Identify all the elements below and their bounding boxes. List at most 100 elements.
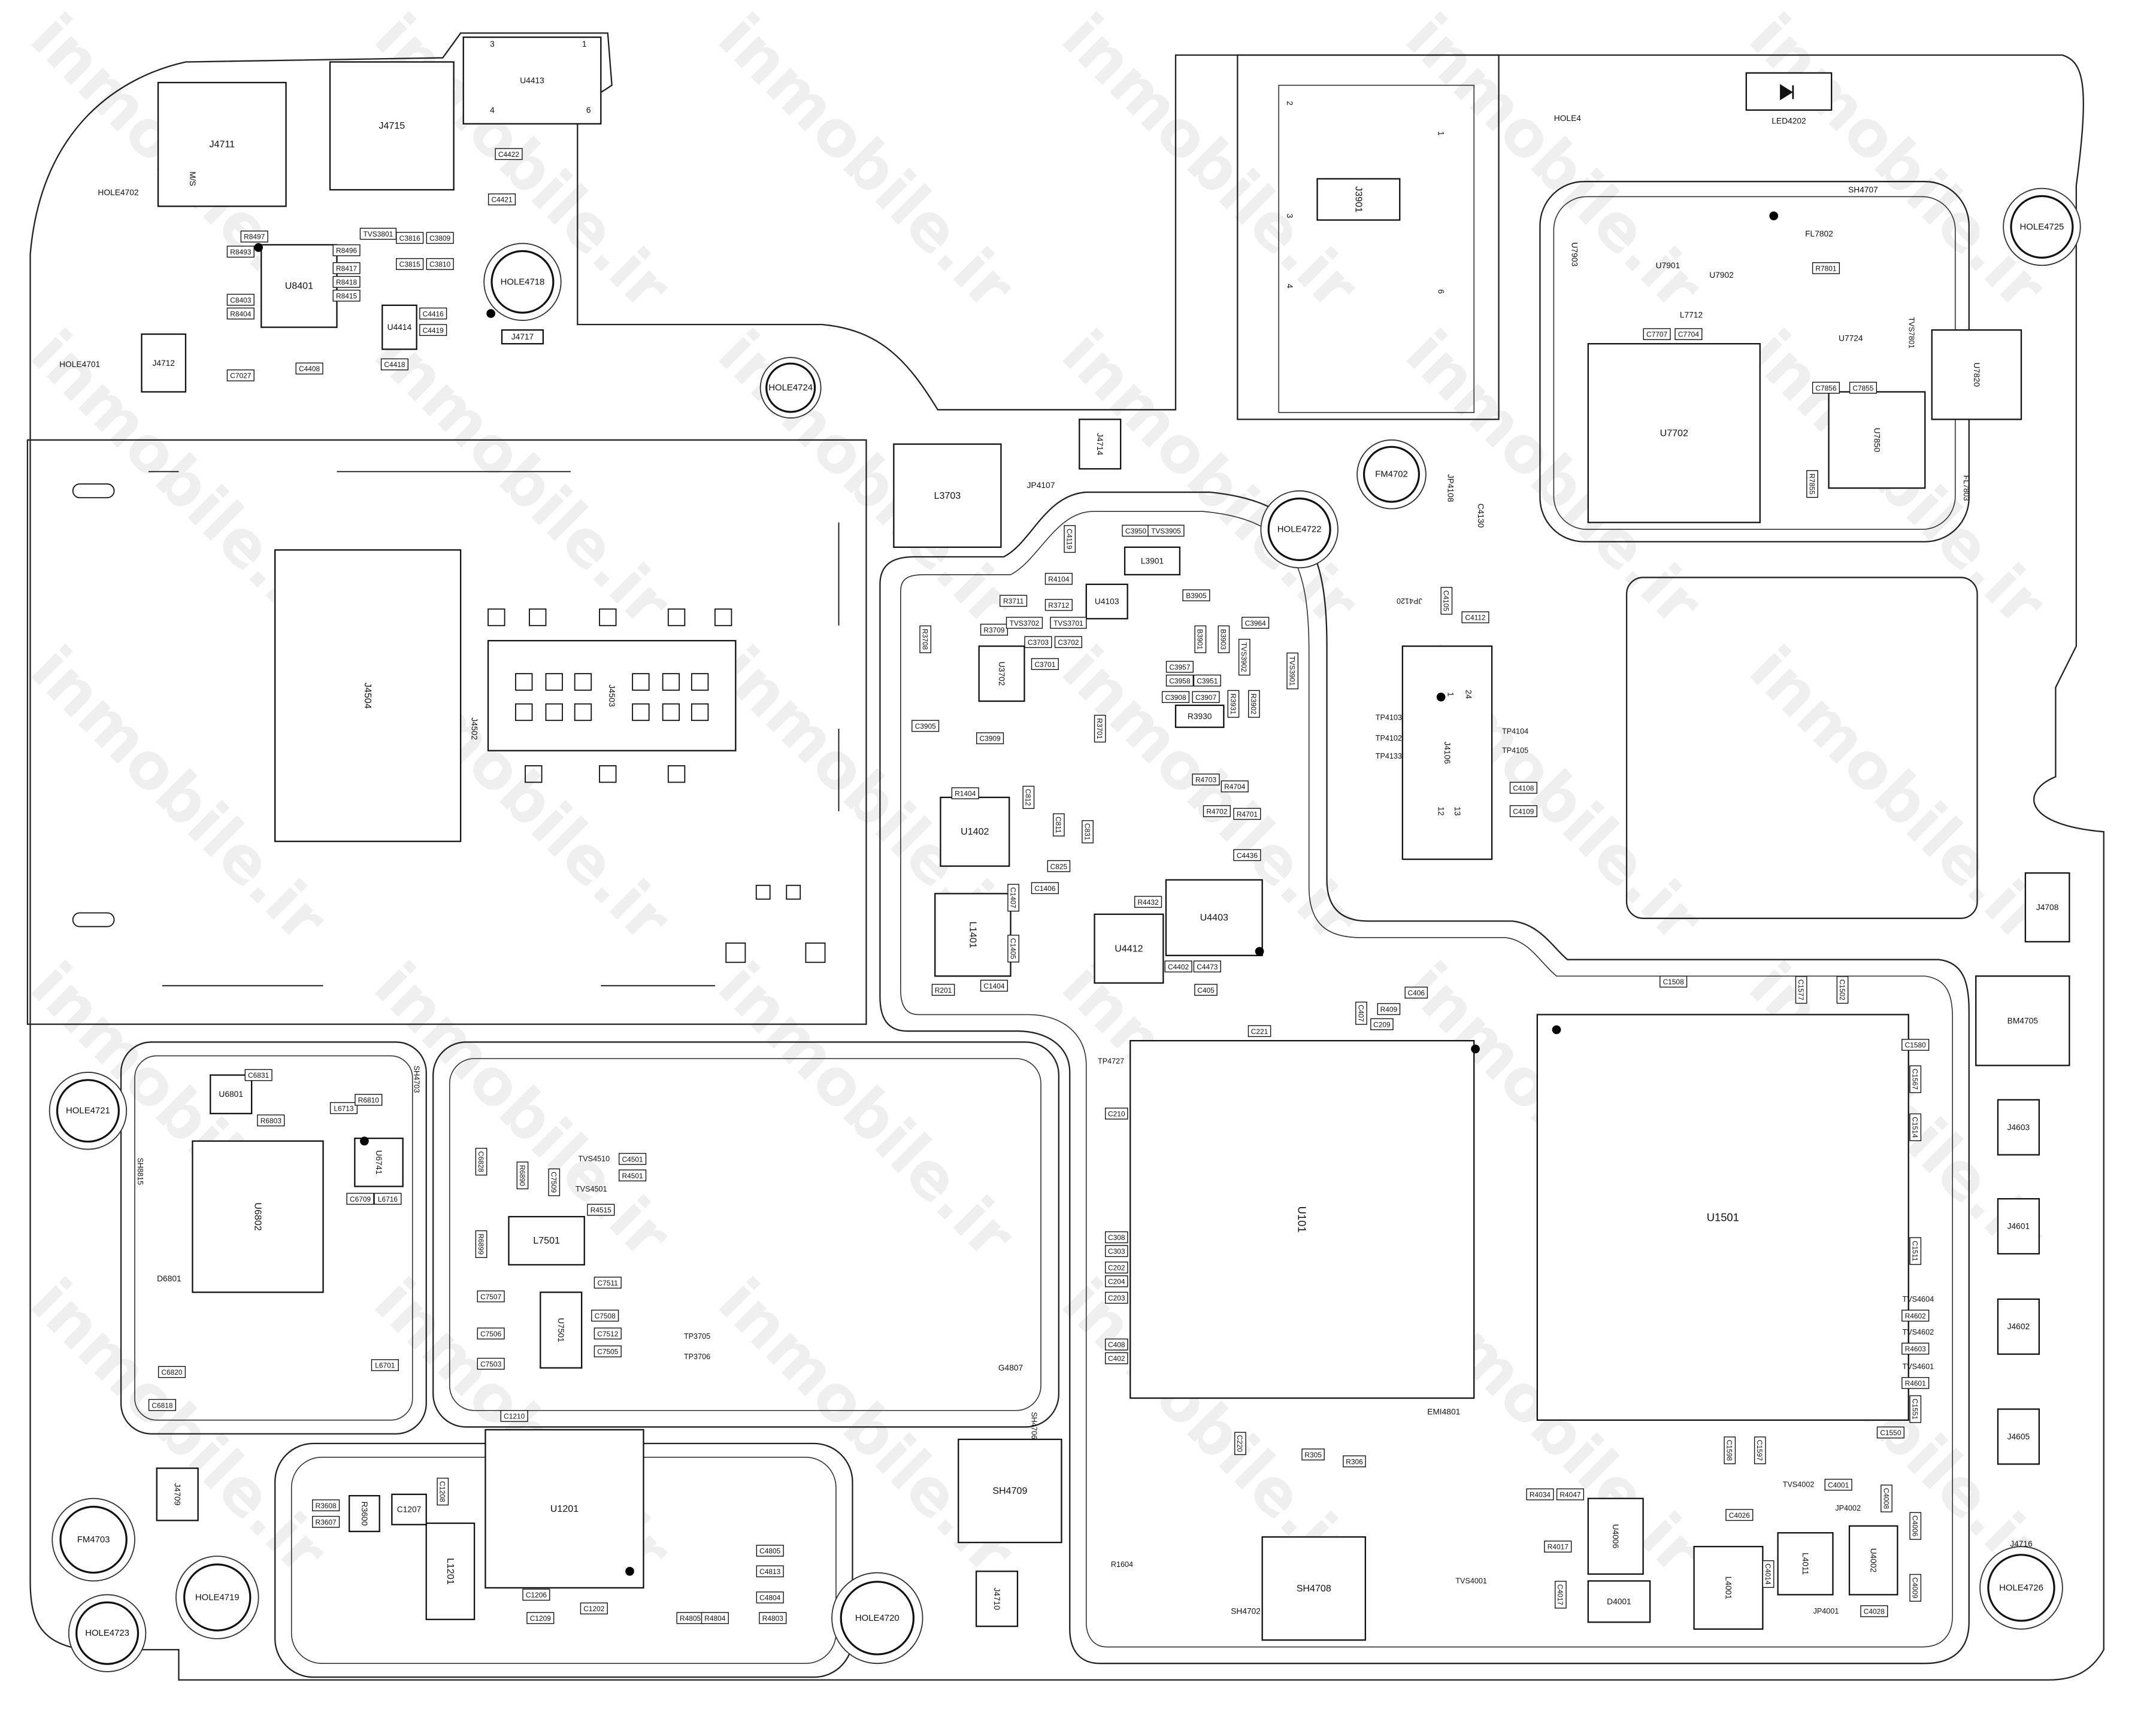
part-r4803[interactable]: R4803 [759, 1612, 787, 1624]
part-c1206[interactable]: C1206 [522, 1588, 550, 1601]
part-b3903[interactable]: B3903 [1218, 625, 1230, 653]
component-u6801[interactable]: U6801 [210, 1074, 253, 1114]
part-c7704[interactable]: C7704 [1674, 328, 1703, 340]
component-u7820[interactable]: U7820 [1931, 329, 2022, 420]
part-r409[interactable]: R409 [1377, 1003, 1401, 1015]
component-l7501[interactable]: L7501 [508, 1215, 585, 1266]
part-c6828[interactable]: C6828 [475, 1148, 487, 1176]
part-r8404[interactable]: R8404 [226, 307, 255, 320]
part-c3964[interactable]: C3964 [1241, 617, 1270, 629]
part-c7508[interactable]: C7508 [591, 1309, 619, 1322]
part-c1580[interactable]: C1580 [1901, 1039, 1930, 1051]
part-r4601[interactable]: R4601 [1901, 1377, 1930, 1389]
part-c1210[interactable]: C1210 [500, 1410, 528, 1422]
part-c7512[interactable]: C7512 [593, 1327, 622, 1340]
part-c7707[interactable]: C7707 [1643, 328, 1671, 340]
part-c7856[interactable]: C7856 [1812, 381, 1840, 394]
part-r4501[interactable]: R4501 [619, 1169, 647, 1182]
part-r4805[interactable]: R4805 [676, 1612, 704, 1624]
component-u4103[interactable]: U4103 [1085, 583, 1128, 620]
part-c204[interactable]: C204 [1105, 1275, 1128, 1287]
part-r3701[interactable]: R3701 [1094, 714, 1106, 743]
part-c4402[interactable]: C4402 [1164, 960, 1192, 973]
part-tvs3902[interactable]: TVS3902 [1238, 638, 1250, 676]
part-c4422[interactable]: C4422 [495, 148, 523, 160]
component-j4603[interactable]: J4603 [1997, 1099, 2040, 1156]
part-r3711[interactable]: R3711 [1000, 595, 1028, 607]
part-c7507[interactable]: C7507 [477, 1290, 505, 1303]
part-r4704[interactable]: R4704 [1221, 780, 1249, 793]
part-r4602[interactable]: R4602 [1901, 1309, 1930, 1322]
component-j4711[interactable]: J4711 [157, 81, 287, 207]
part-c4008[interactable]: C4008 [1881, 1484, 1892, 1512]
part-r8418[interactable]: R8418 [332, 275, 361, 288]
part-c3702[interactable]: C3702 [1054, 636, 1083, 648]
part-r4104[interactable]: R4104 [1044, 572, 1073, 585]
part-r3902[interactable]: R3902 [1248, 690, 1260, 718]
part-c4014[interactable]: C4014 [1762, 1560, 1775, 1588]
part-c1511[interactable]: C1511 [1909, 1237, 1922, 1265]
part-r8415[interactable]: R8415 [332, 289, 361, 302]
part-c4109[interactable]: C4109 [1509, 805, 1537, 817]
component-l3901[interactable]: L3901 [1124, 546, 1181, 575]
part-c1567[interactable]: C1567 [1909, 1065, 1922, 1093]
part-c402[interactable]: C402 [1105, 1352, 1128, 1365]
component-u6741[interactable]: U6741 [354, 1138, 404, 1187]
component-j4712[interactable]: J4712 [141, 333, 187, 393]
part-tvs3801[interactable]: TVS3801 [359, 228, 397, 240]
part-c812[interactable]: C812 [1022, 786, 1035, 809]
part-c3908[interactable]: C3908 [1161, 691, 1190, 704]
part-c4105[interactable]: C4105 [1440, 587, 1453, 615]
part-r7855[interactable]: R7855 [1806, 470, 1818, 498]
part-c3951[interactable]: C3951 [1193, 674, 1221, 687]
component-l1401[interactable]: L1401 [934, 893, 1012, 977]
part-c405[interactable]: C405 [1194, 984, 1218, 996]
part-c1208[interactable]: C1208 [437, 1478, 449, 1506]
part-c7027[interactable]: C7027 [226, 369, 255, 381]
component-j4714[interactable]: J4714 [1079, 419, 1122, 470]
part-c3809[interactable]: C3809 [426, 232, 454, 244]
part-c4119[interactable]: C4119 [1064, 525, 1076, 553]
part-c4017[interactable]: C4017 [1554, 1581, 1567, 1609]
part-c3810[interactable]: C3810 [426, 258, 454, 270]
part-c4416[interactable]: C4416 [419, 307, 447, 320]
component-u1201[interactable]: U1201 [485, 1429, 644, 1589]
part-c8403[interactable]: C8403 [226, 293, 255, 306]
component-j4605[interactable]: J4605 [1997, 1408, 2040, 1465]
component-j4602[interactable]: J4602 [1997, 1298, 2040, 1355]
part-tvs3702[interactable]: TVS3702 [1006, 617, 1043, 629]
component-u6802[interactable]: U6802 [192, 1140, 324, 1293]
part-c202[interactable]: C202 [1105, 1262, 1128, 1274]
part-r6890[interactable]: R6890 [516, 1162, 529, 1190]
part-c1202[interactable]: C1202 [580, 1602, 608, 1615]
component-l4001[interactable]: L4001 [1693, 1545, 1764, 1630]
component-sh4709[interactable]: SH4709 [958, 1438, 1062, 1544]
part-tvs3701[interactable]: TVS3701 [1050, 617, 1087, 629]
part-c1407[interactable]: C1407 [1007, 884, 1019, 912]
part-c4112[interactable]: C4112 [1461, 611, 1489, 623]
part-r4701[interactable]: R4701 [1233, 808, 1261, 820]
part-c3950[interactable]: C3950 [1122, 524, 1150, 537]
part-r4603[interactable]: R4603 [1901, 1342, 1930, 1355]
part-c1502[interactable]: C1502 [1836, 976, 1849, 1004]
part-c6831[interactable]: C6831 [244, 1069, 272, 1081]
part-tvs3901[interactable]: TVS3901 [1286, 652, 1299, 690]
component-u7702[interactable]: U7702 [1587, 342, 1761, 523]
part-tvs3905[interactable]: TVS3905 [1147, 524, 1185, 537]
part-c1577[interactable]: C1577 [1795, 976, 1807, 1004]
part-c1508[interactable]: C1508 [1660, 975, 1688, 988]
part-r3607[interactable]: R3607 [312, 1515, 340, 1528]
part-r306[interactable]: R306 [1343, 1455, 1366, 1468]
part-r3608[interactable]: R3608 [312, 1499, 340, 1512]
part-r1404[interactable]: R1404 [951, 787, 979, 799]
part-c210[interactable]: C210 [1105, 1107, 1128, 1120]
part-c4028[interactable]: C4028 [1860, 1605, 1888, 1617]
part-c203[interactable]: C203 [1105, 1291, 1128, 1304]
part-r3708[interactable]: R3708 [919, 625, 932, 653]
part-r6803[interactable]: R6803 [257, 1114, 285, 1127]
component-u4414[interactable]: U4414 [381, 304, 417, 350]
part-c209[interactable]: C209 [1370, 1018, 1394, 1030]
component-l1201[interactable]: L1201 [425, 1522, 476, 1620]
part-l6716[interactable]: L6716 [374, 1193, 402, 1205]
component-j4715[interactable]: J4715 [329, 61, 455, 191]
